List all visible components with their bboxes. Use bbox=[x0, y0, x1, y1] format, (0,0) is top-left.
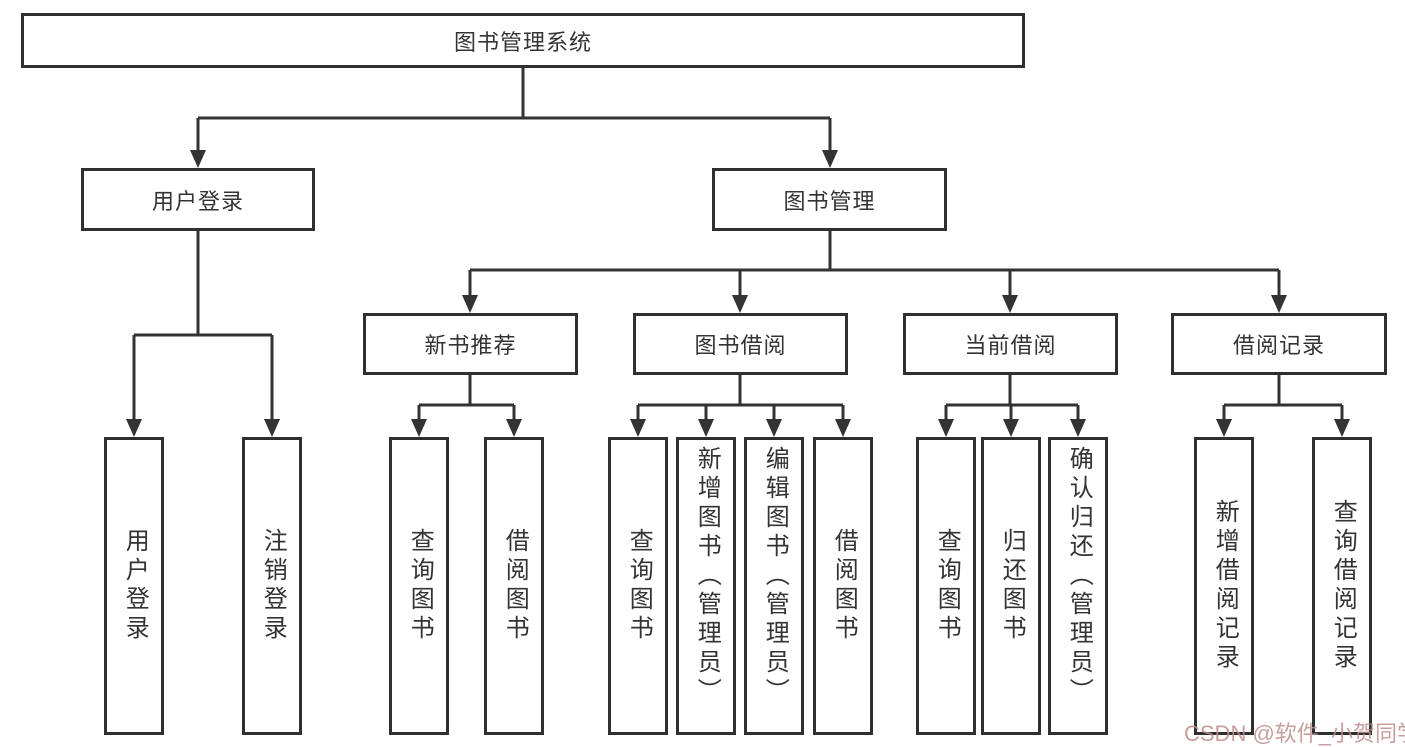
node-leaf-return-books: 归还图书 bbox=[981, 437, 1041, 735]
csdn-watermark: CSDN @软件_小贺同学 bbox=[1184, 721, 1405, 746]
node-leaf-user-login: 用户登录 bbox=[104, 437, 164, 735]
node-new-book-recommend: 新书推荐 bbox=[363, 313, 578, 375]
node-book-management-module: 图书管理 bbox=[712, 168, 947, 231]
node-user-login-module: 用户登录 bbox=[81, 168, 315, 231]
node-leaf-query-books-1-label: 查询图书 bbox=[406, 528, 434, 644]
node-leaf-add-books-admin-label: 新增图书（管理员） bbox=[693, 446, 721, 707]
node-leaf-borrow-books-1-label: 借阅图书 bbox=[501, 528, 529, 644]
node-leaf-query-books-1: 查询图书 bbox=[389, 437, 449, 735]
node-current-borrowing: 当前借阅 bbox=[903, 313, 1118, 375]
node-leaf-borrow-books-1: 借阅图书 bbox=[484, 437, 544, 735]
node-leaf-query-books-2-label: 查询图书 bbox=[625, 528, 653, 644]
node-leaf-query-books-3-label: 查询图书 bbox=[933, 528, 961, 644]
node-leaf-return-books-label: 归还图书 bbox=[998, 528, 1026, 644]
node-library-system: 图书管理系统 bbox=[21, 13, 1025, 68]
node-leaf-add-books-admin: 新增图书（管理员） bbox=[676, 437, 736, 735]
node-leaf-query-books-3: 查询图书 bbox=[916, 437, 976, 735]
node-leaf-edit-books-admin: 编辑图书（管理员） bbox=[744, 437, 804, 735]
node-leaf-query-borrow-record-label: 查询借阅记录 bbox=[1329, 499, 1357, 673]
node-leaf-add-borrow-record-label: 新增借阅记录 bbox=[1211, 499, 1239, 673]
node-leaf-edit-books-admin-label: 编辑图书（管理员） bbox=[761, 446, 789, 707]
node-leaf-borrow-books-2: 借阅图书 bbox=[813, 437, 873, 735]
node-leaf-logout-label: 注销登录 bbox=[259, 528, 287, 644]
node-leaf-add-borrow-record: 新增借阅记录 bbox=[1194, 437, 1254, 735]
node-book-borrowing: 图书借阅 bbox=[633, 313, 848, 375]
node-leaf-query-borrow-record: 查询借阅记录 bbox=[1312, 437, 1372, 735]
node-leaf-confirm-return-admin-label: 确认归还（管理员） bbox=[1065, 446, 1093, 707]
node-borrowing-records: 借阅记录 bbox=[1171, 313, 1387, 375]
node-leaf-confirm-return-admin: 确认归还（管理员） bbox=[1048, 437, 1108, 735]
node-leaf-query-books-2: 查询图书 bbox=[608, 437, 668, 735]
node-leaf-user-login-label: 用户登录 bbox=[121, 528, 149, 644]
node-leaf-logout: 注销登录 bbox=[242, 437, 302, 735]
arrowheads bbox=[126, 150, 1350, 437]
node-leaf-borrow-books-2-label: 借阅图书 bbox=[830, 528, 858, 644]
